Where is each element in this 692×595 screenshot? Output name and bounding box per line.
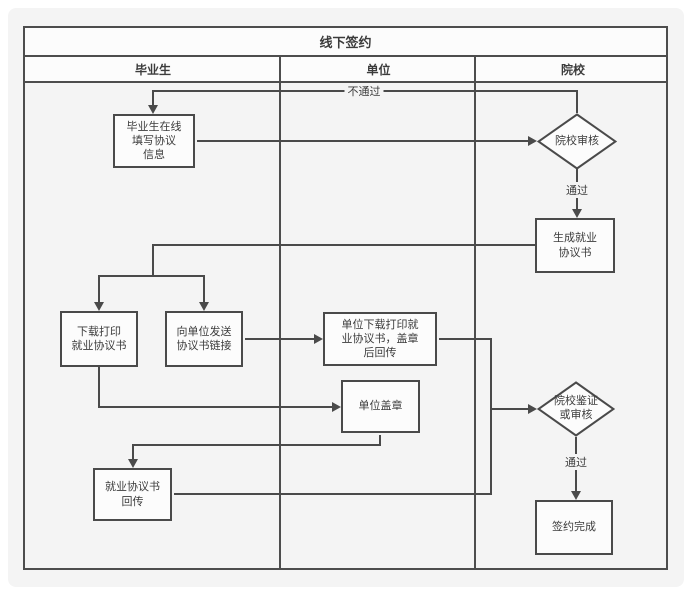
arrowhead-into-college-review (528, 136, 537, 146)
edge-label-pass-review: 通过 (563, 182, 591, 198)
node-college-review-label: 院校审核 (555, 134, 599, 147)
edge-reject-up-segment (576, 90, 578, 113)
edge-unitdownload-right-segment (439, 338, 492, 340)
edge-return-right-segment (174, 493, 490, 495)
edge-stamp-left-segment (132, 444, 381, 446)
arrowhead-into-fill-info (148, 105, 158, 114)
node-college-verify: 院校鉴证 或审核 (537, 381, 615, 437)
edge-into-verify-segment (492, 408, 528, 410)
edge-stamp-down-segment (379, 435, 381, 446)
lane-divider-unit-college (474, 57, 476, 570)
arrowhead-into-generate (572, 209, 582, 218)
lane-header-college: 院校 (560, 62, 585, 77)
node-generate-agreement: 生成就业 协议书 (535, 218, 615, 273)
lane-header-row: 毕业生 单位 院校 (23, 57, 668, 83)
node-unit-download: 单位下载打印就 业协议书，盖章 后回传 (323, 312, 437, 366)
node-college-review: 院校审核 (537, 113, 617, 170)
edge-collector-vertical-segment (490, 338, 492, 495)
edge-generate-down-segment (152, 244, 154, 277)
node-college-verify-label: 院校鉴证 或审核 (554, 395, 598, 421)
edge-split-left-down-segment (98, 275, 100, 302)
arrowhead-into-college-verify (528, 404, 537, 414)
arrowhead-into-send-link (199, 302, 209, 311)
node-send-link: 向单位发送 协议书链接 (165, 311, 243, 367)
node-agreement-return: 就业协议书 回传 (93, 468, 172, 521)
lane-divider-graduate-unit (279, 57, 281, 570)
edge-sendlink-to-unitdownload-segment (245, 338, 314, 340)
arrowhead-into-agreement-return (128, 459, 138, 468)
diamond-shape (537, 113, 617, 170)
edge-stamp-down2-segment (132, 444, 134, 460)
arrowhead-into-sign-complete (571, 491, 581, 500)
node-download-print: 下载打印 就业协议书 (60, 311, 138, 367)
edge-download-to-stamp-segment (98, 406, 332, 408)
arrowhead-into-unit-stamp (332, 402, 341, 412)
edge-label-reject: 不通过 (344, 83, 384, 99)
edge-label-pass-verify: 通过 (562, 454, 590, 470)
edge-fill-to-review-segment (197, 140, 528, 142)
edge-split-right-down-segment (203, 275, 205, 302)
arrowhead-into-unit-download (314, 334, 323, 344)
edge-generate-left-segment (152, 244, 535, 246)
lane-header-graduate: 毕业生 (134, 62, 171, 77)
diamond-shape (537, 381, 615, 437)
node-unit-stamp: 单位盖章 (341, 380, 420, 433)
page-title: 线下签约 (23, 26, 668, 57)
edge-download-down-segment (98, 367, 100, 408)
arrowhead-into-download-print (94, 302, 104, 311)
node-sign-complete: 签约完成 (535, 500, 613, 555)
edge-reject-down-segment (152, 90, 154, 105)
node-fill-info: 毕业生在线 填写协议 信息 (113, 114, 195, 168)
lane-header-unit: 单位 (366, 62, 391, 77)
edge-split-horizontal-segment (98, 275, 205, 277)
